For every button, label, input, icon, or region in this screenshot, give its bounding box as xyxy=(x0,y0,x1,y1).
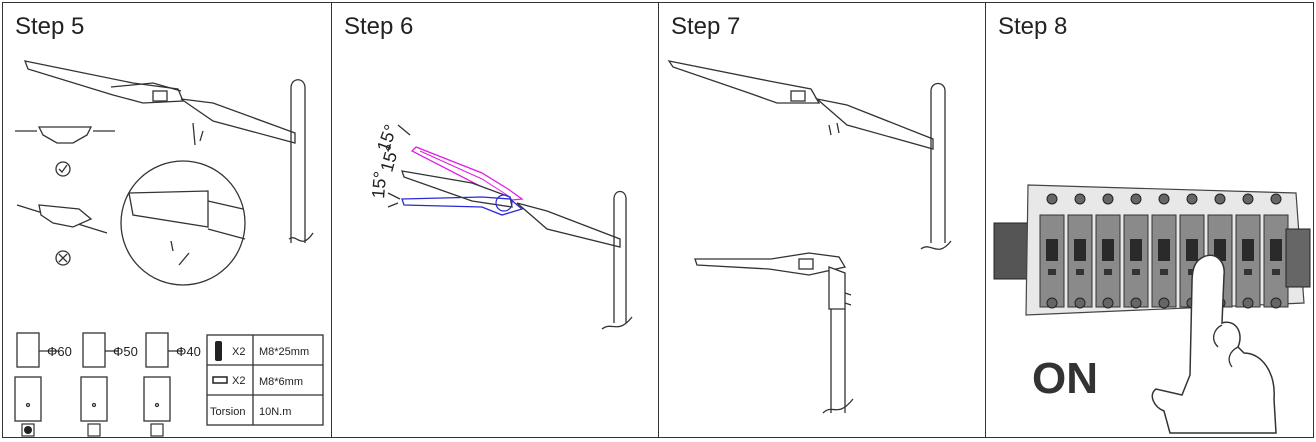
spec-label: Torsion xyxy=(210,406,245,418)
breaker-lever[interactable] xyxy=(1270,239,1282,261)
breaker-lever[interactable] xyxy=(1074,239,1086,261)
step-5-panel: Step 5 xyxy=(2,2,332,438)
step-6-illustration: 15° 15° 15° xyxy=(368,122,633,330)
step-5-illustration: Φ60 Φ50 Φ40 xyxy=(14,60,324,437)
bolt-icon xyxy=(215,341,222,361)
step-7-title: Step 7 xyxy=(671,13,741,40)
angle-markers: 15° 15° 15° xyxy=(368,122,411,208)
breaker-row xyxy=(1039,193,1289,309)
option-checkbox[interactable] xyxy=(87,423,101,437)
terminal-screw xyxy=(1046,193,1058,205)
option-d50: Φ50 xyxy=(80,332,138,437)
spec-size: M8*6mm xyxy=(259,376,303,388)
terminal-screw xyxy=(1158,193,1170,205)
diameter-label: Φ40 xyxy=(176,344,201,359)
spec-value: 10N.m xyxy=(259,406,291,418)
breaker-panel xyxy=(993,184,1311,316)
terminal-screw xyxy=(1046,297,1058,309)
breaker-lever[interactable] xyxy=(1186,239,1198,261)
step-8-title: Step 8 xyxy=(998,13,1068,40)
on-label: ON xyxy=(1032,354,1098,403)
circuit-breaker[interactable] xyxy=(1123,193,1149,309)
step-7-panel: Step 7 xyxy=(658,2,986,438)
step-6-title: Step 6 xyxy=(344,13,414,40)
terminal-screw xyxy=(1130,297,1142,309)
circuit-breaker[interactable] xyxy=(1095,193,1121,309)
terminal-screw xyxy=(1158,297,1170,309)
option-checkbox[interactable] xyxy=(150,423,164,437)
terminal-screw xyxy=(1102,193,1114,205)
wrong-orientation xyxy=(16,204,108,266)
pole-diameter-options: Φ60 Φ50 Φ40 xyxy=(14,332,201,437)
terminal-screw xyxy=(1270,297,1282,309)
option-d60: Φ60 xyxy=(14,332,72,437)
pole xyxy=(516,190,633,330)
post-top-installation xyxy=(694,252,854,414)
breaker-lever[interactable] xyxy=(1242,239,1254,261)
luminaire-side-view xyxy=(23,60,184,104)
circuit-breaker[interactable] xyxy=(1067,193,1093,309)
side-entry-installation xyxy=(667,60,952,250)
terminal-screw xyxy=(1242,193,1254,205)
step-6-panel: Step 6 xyxy=(331,2,659,438)
breaker-lever[interactable] xyxy=(1102,239,1114,261)
diameter-label: Φ60 xyxy=(47,344,72,359)
terminal-screw xyxy=(1102,297,1114,309)
luminaire-neutral xyxy=(401,170,513,208)
step-7-illustration xyxy=(667,60,952,414)
nut-icon xyxy=(212,376,228,384)
circuit-breaker[interactable] xyxy=(1263,193,1289,309)
terminal-screw xyxy=(1214,193,1226,205)
luminaire-tilt-down xyxy=(401,194,524,216)
breaker-lever[interactable] xyxy=(1214,239,1226,261)
spec-qty: X2 xyxy=(232,346,245,358)
terminal-screw xyxy=(1074,297,1086,309)
correct-orientation xyxy=(15,126,115,177)
terminal-screw xyxy=(1130,193,1142,205)
terminal-screw xyxy=(1270,193,1282,205)
circuit-breaker[interactable] xyxy=(1151,193,1177,309)
spec-size: M8*25mm xyxy=(259,346,309,358)
breaker-lever[interactable] xyxy=(1158,239,1170,261)
angle-mid-label: 15° xyxy=(368,170,390,199)
detail-magnifier xyxy=(120,160,246,286)
circuit-breaker[interactable] xyxy=(1235,193,1261,309)
option-d40: Φ40 xyxy=(143,332,201,437)
selected-dot xyxy=(24,426,32,434)
breaker-lever[interactable] xyxy=(1130,239,1142,261)
hand-pressing-switch xyxy=(1151,254,1277,434)
spec-table: X2 M8*25mm X2 M8*6mm Torsion 10N.m xyxy=(206,334,324,426)
pole xyxy=(180,79,314,243)
terminal-screw xyxy=(1074,193,1086,205)
circuit-breaker[interactable] xyxy=(1039,193,1065,309)
breaker-lever[interactable] xyxy=(1046,239,1058,261)
terminal-screw xyxy=(1242,297,1254,309)
step-8-panel: Step 8 ON xyxy=(985,2,1314,438)
step-5-title: Step 5 xyxy=(15,13,85,40)
diameter-label: Φ50 xyxy=(113,344,138,359)
step-8-illustration: ON xyxy=(993,184,1311,434)
terminal-screw xyxy=(1186,193,1198,205)
spec-qty: X2 xyxy=(232,375,245,387)
